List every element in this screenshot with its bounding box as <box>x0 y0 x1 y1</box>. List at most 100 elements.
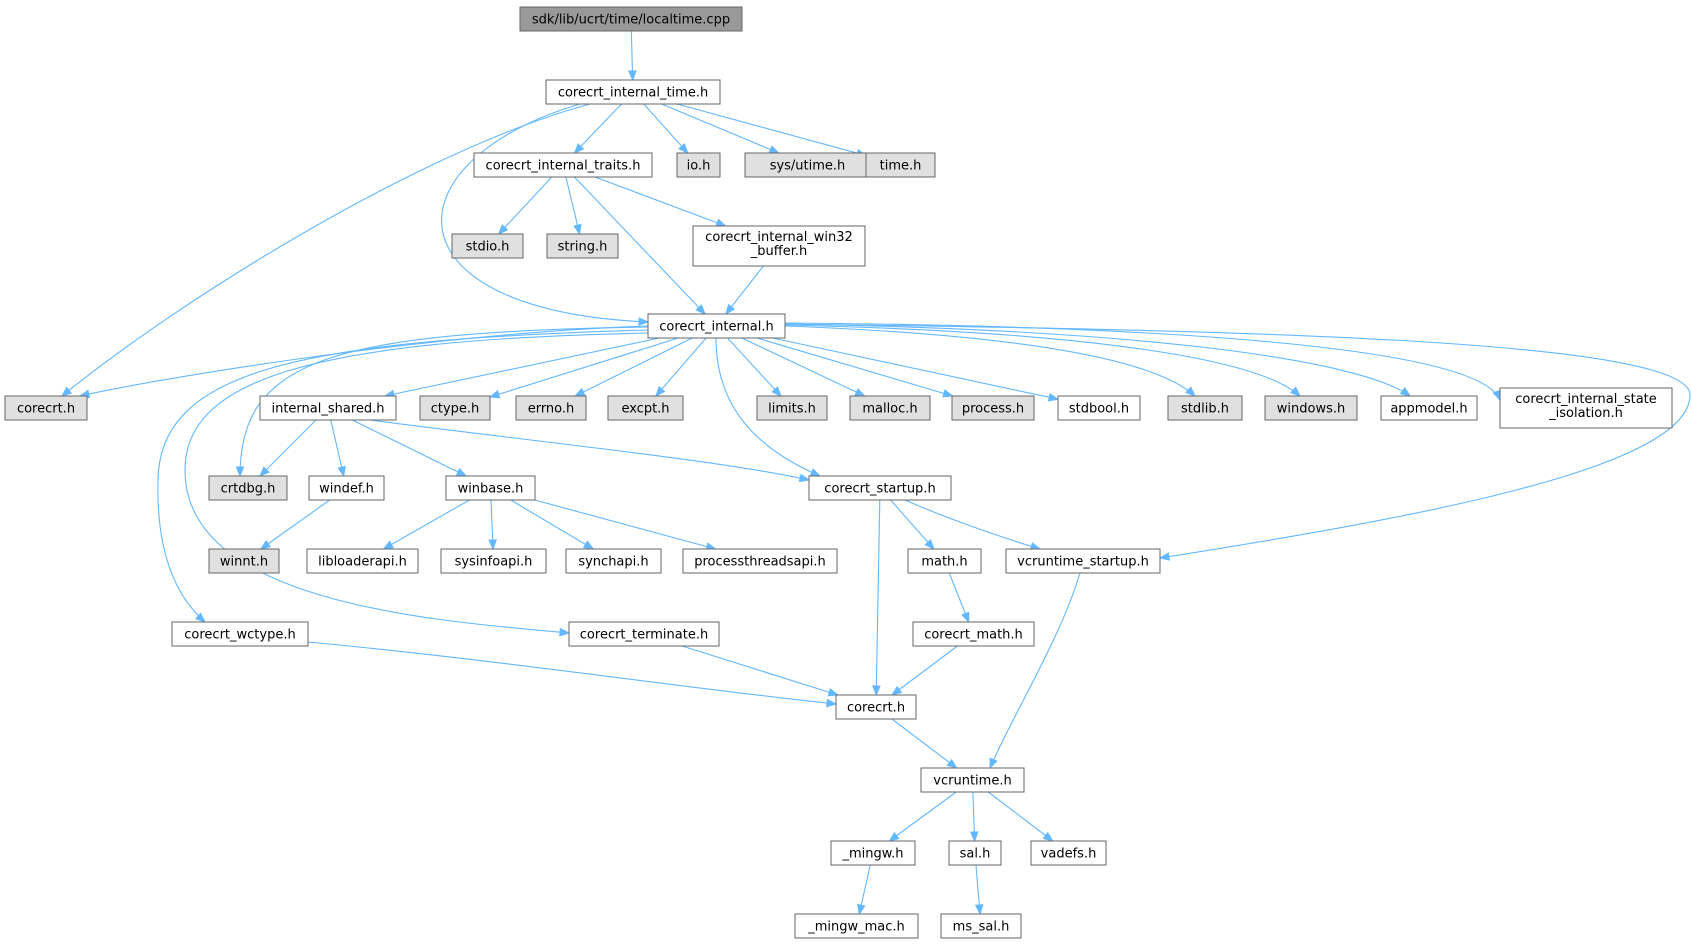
node-box[interactable] <box>1499 387 1673 429</box>
node-box[interactable] <box>951 395 1035 421</box>
node-stdbool[interactable]: stdbool.h <box>1057 395 1141 421</box>
node-box[interactable] <box>519 6 743 32</box>
edge-arrowhead <box>942 389 954 398</box>
node-box[interactable] <box>920 767 1025 793</box>
node-ctype[interactable]: ctype.h <box>419 395 491 421</box>
node-corecrt_int[interactable]: corecrt.h <box>835 694 917 720</box>
node-synchapi[interactable]: synchapi.h <box>565 548 662 574</box>
node-box[interactable] <box>419 395 491 421</box>
node-stdlib[interactable]: stdlib.h <box>1167 395 1243 421</box>
node-box[interactable] <box>306 548 419 574</box>
node-corecrt_math[interactable]: corecrt_math.h <box>912 621 1035 647</box>
edge-corecrt_internal_traits-to-corecrt_internal <box>574 176 706 315</box>
edge-line <box>259 419 317 477</box>
edge-corecrt_math-to-corecrt_int <box>890 645 958 696</box>
node-box[interactable] <box>545 79 721 105</box>
node-box[interactable] <box>473 152 653 178</box>
node-box[interactable] <box>1264 395 1358 421</box>
edge-arrowhead <box>573 143 585 154</box>
node-state_isolation[interactable]: corecrt_internal_state_isolation.h <box>1499 387 1673 429</box>
node-windows[interactable]: windows.h <box>1264 395 1358 421</box>
edge-arrowhead <box>715 218 727 227</box>
node-process[interactable]: process.h <box>951 395 1035 421</box>
node-malloc[interactable]: malloc.h <box>849 395 931 421</box>
node-box[interactable] <box>756 395 828 421</box>
node-winnt[interactable]: winnt.h <box>208 548 280 574</box>
node-corecrt_terminate[interactable]: corecrt_terminate.h <box>568 621 720 647</box>
node-excpt[interactable]: excpt.h <box>607 395 684 421</box>
node-box[interactable] <box>1167 395 1243 421</box>
node-box[interactable] <box>849 395 931 421</box>
node-box[interactable] <box>546 233 619 259</box>
edge-corecrt_internal-to-state_isolation <box>784 322 1501 402</box>
node-processthreadsapi[interactable]: processthreadsapi.h <box>682 548 838 574</box>
node-box[interactable] <box>445 475 536 501</box>
node-box[interactable] <box>1030 840 1107 866</box>
node-string[interactable]: string.h <box>546 233 619 259</box>
edge-corecrt_terminate-to-corecrt_int <box>681 645 840 697</box>
node-box[interactable] <box>208 475 288 501</box>
node-ms_sal[interactable]: ms_sal.h <box>940 913 1022 939</box>
edge-line <box>891 718 957 769</box>
node-windef[interactable]: windef.h <box>308 475 385 501</box>
node-box[interactable] <box>808 475 952 501</box>
node-box[interactable] <box>1057 395 1141 421</box>
node-corecrt_internal_traits[interactable]: corecrt_internal_traits.h <box>473 152 653 178</box>
edge-arrowhead <box>798 473 811 483</box>
node-box[interactable] <box>171 621 309 647</box>
node-errno[interactable]: errno.h <box>515 395 587 421</box>
node-io[interactable]: io.h <box>676 152 721 178</box>
node-box[interactable] <box>440 548 547 574</box>
node-vcruntime[interactable]: vcruntime.h <box>920 767 1025 793</box>
node-box[interactable] <box>208 548 280 574</box>
node-appmodel[interactable]: appmodel.h <box>1380 395 1478 421</box>
node-corecrt_internal_time[interactable]: corecrt_internal_time.h <box>545 79 721 105</box>
node-box[interactable] <box>1380 395 1478 421</box>
node-box[interactable] <box>1005 548 1161 574</box>
node-box[interactable] <box>676 152 721 178</box>
node-box[interactable] <box>451 233 524 259</box>
node-mingw_mac[interactable]: _mingw_mac.h <box>794 913 919 939</box>
node-box[interactable] <box>948 840 1002 866</box>
node-crtdbg[interactable]: crtdbg.h <box>208 475 288 501</box>
node-math[interactable]: math.h <box>907 548 982 574</box>
node-box[interactable] <box>4 395 88 421</box>
node-sysinfoapi[interactable]: sysinfoapi.h <box>440 548 547 574</box>
node-corecrt_internal[interactable]: corecrt_internal.h <box>647 313 786 339</box>
node-sys_utime[interactable]: sys/utime.h <box>744 152 871 178</box>
node-time_h[interactable]: time.h <box>865 152 936 178</box>
node-win32_buffer[interactable]: corecrt_internal_win32_buffer.h <box>692 225 866 267</box>
node-winbase[interactable]: winbase.h <box>445 475 536 501</box>
node-box[interactable] <box>607 395 684 421</box>
node-box[interactable] <box>565 548 662 574</box>
node-corecrt_wctype[interactable]: corecrt_wctype.h <box>171 621 309 647</box>
node-vcruntime_startup[interactable]: vcruntime_startup.h <box>1005 548 1161 574</box>
node-box[interactable] <box>568 621 720 647</box>
edge-line <box>643 103 689 154</box>
node-internal_shared[interactable]: internal_shared.h <box>259 395 397 421</box>
node-box[interactable] <box>515 395 587 421</box>
node-box[interactable] <box>865 152 936 178</box>
node-libloaderapi[interactable]: libloaderapi.h <box>306 548 419 574</box>
node-box[interactable] <box>835 694 917 720</box>
node-box[interactable] <box>647 313 786 339</box>
node-box[interactable] <box>259 395 397 421</box>
node-mingw[interactable]: _mingw.h <box>830 840 916 866</box>
node-box[interactable] <box>692 225 866 267</box>
node-label: math.h <box>921 555 967 570</box>
node-sal[interactable]: sal.h <box>948 840 1002 866</box>
node-stdio[interactable]: stdio.h <box>451 233 524 259</box>
node-corecrt_ext[interactable]: corecrt.h <box>4 395 88 421</box>
node-vadefs[interactable]: vadefs.h <box>1030 840 1107 866</box>
node-box[interactable] <box>682 548 838 574</box>
node-limits[interactable]: limits.h <box>756 395 828 421</box>
node-localtime[interactable]: sdk/lib/ucrt/time/localtime.cpp <box>519 6 743 32</box>
node-box[interactable] <box>912 621 1035 647</box>
node-box[interactable] <box>744 152 871 178</box>
node-box[interactable] <box>308 475 385 501</box>
node-corecrt_startup[interactable]: corecrt_startup.h <box>808 475 952 501</box>
node-box[interactable] <box>940 913 1022 939</box>
node-box[interactable] <box>830 840 916 866</box>
node-box[interactable] <box>794 913 919 939</box>
node-box[interactable] <box>907 548 982 574</box>
